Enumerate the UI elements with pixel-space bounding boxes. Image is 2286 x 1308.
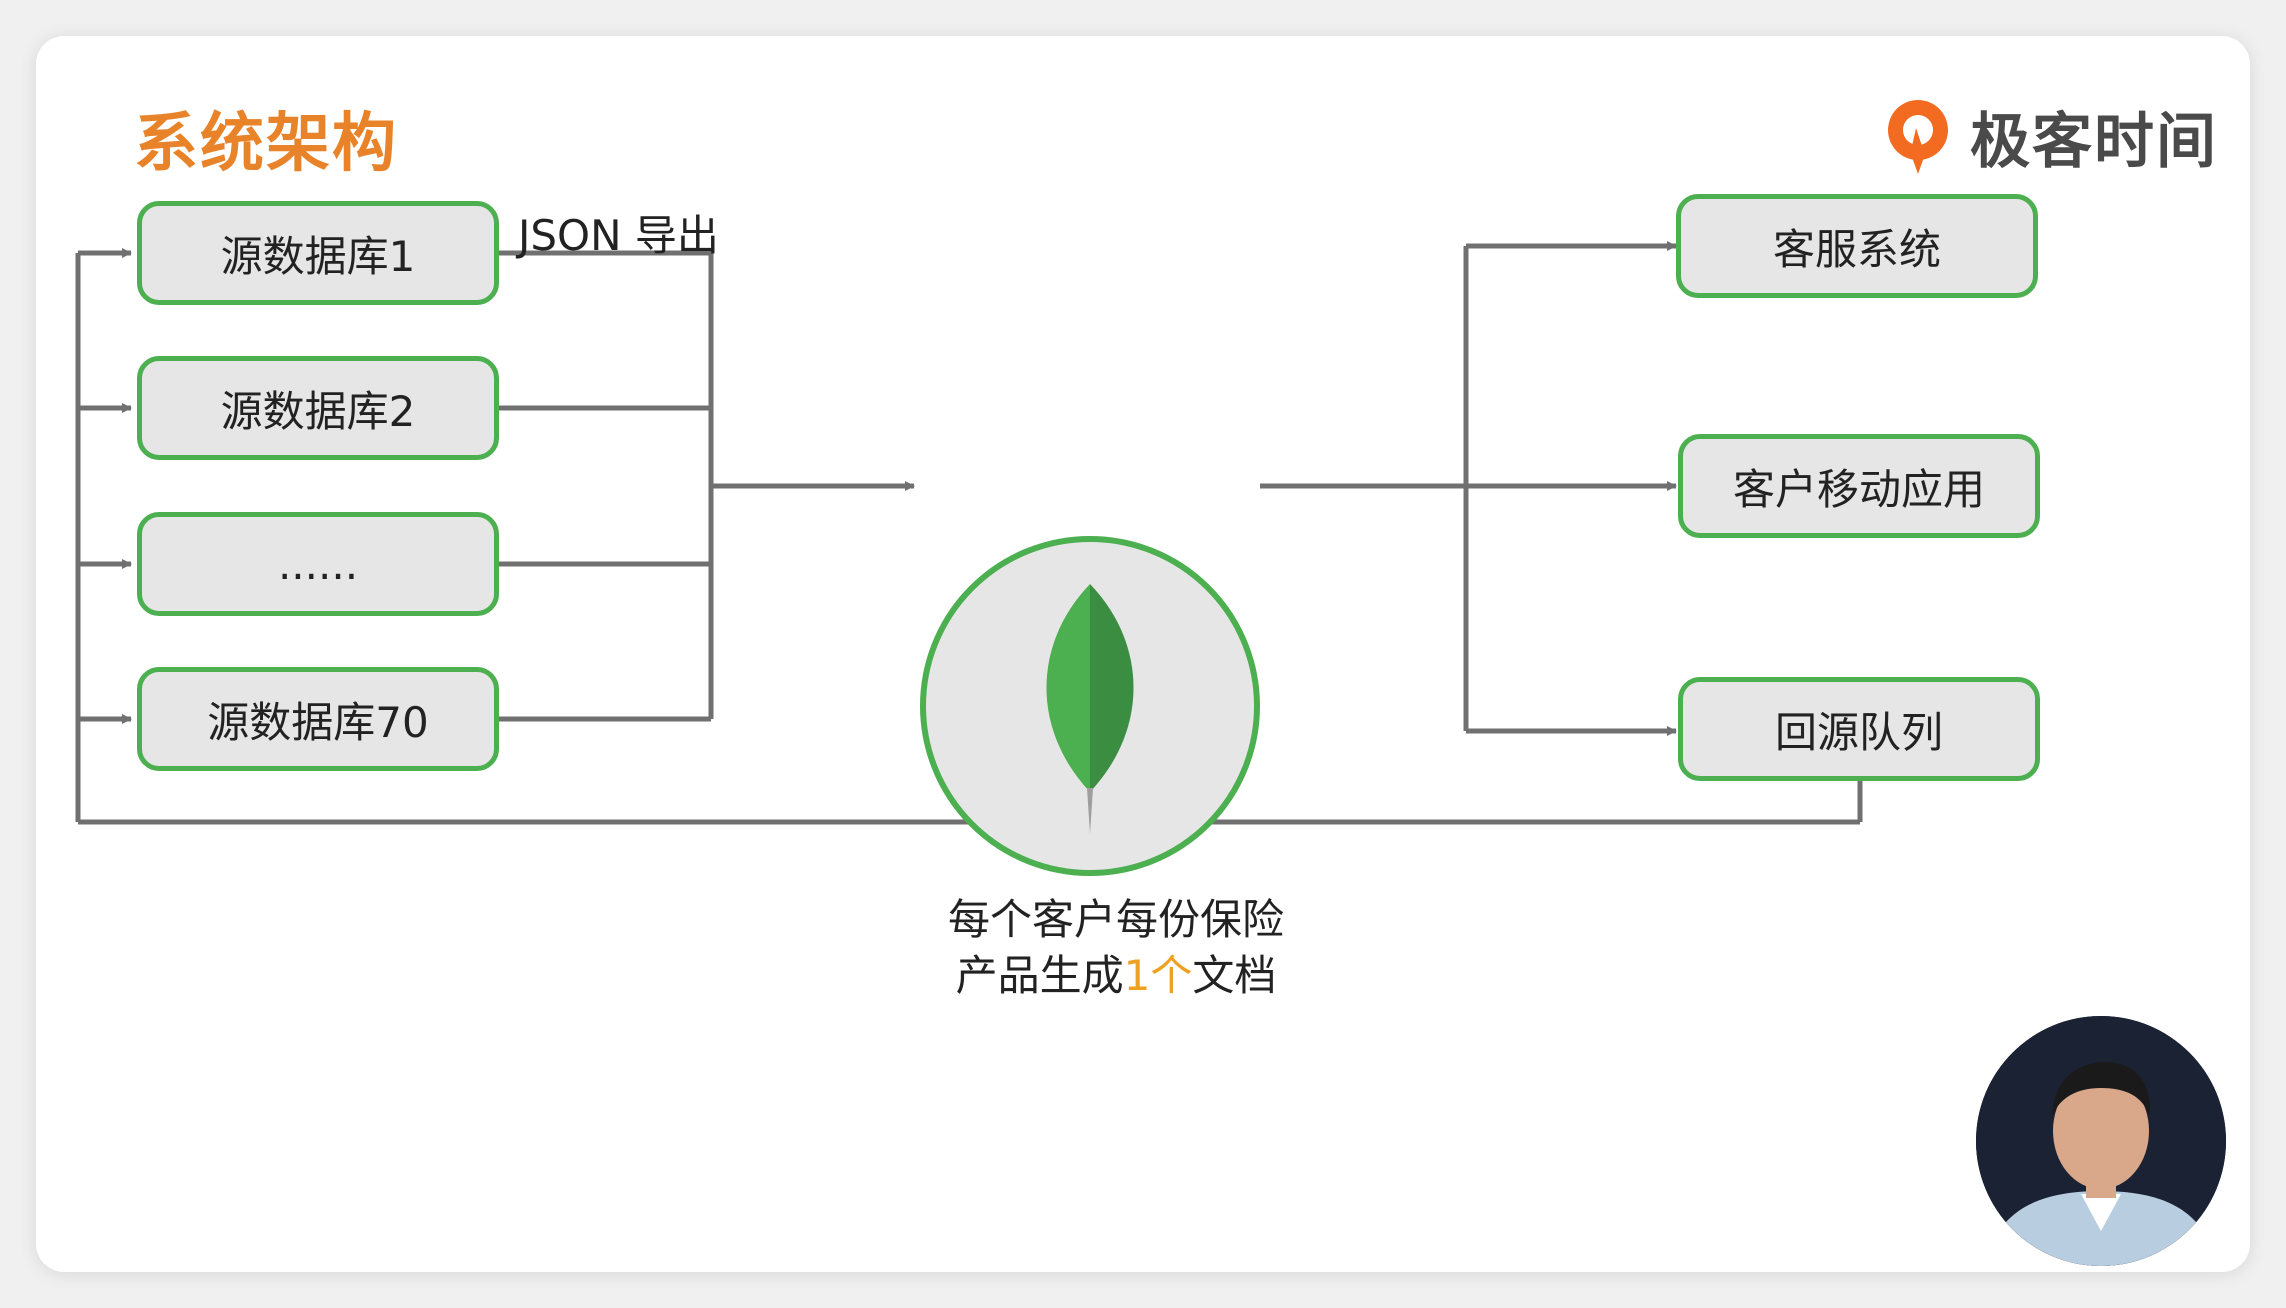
hub-caption-highlight: 1个 — [1123, 951, 1193, 1000]
hub-caption-line2-before: 产品生成 — [955, 951, 1124, 1000]
consumer-backfill-queue: 回源队列 — [1678, 677, 2040, 781]
presenter-avatar-icon — [1976, 1016, 2226, 1266]
slide: 系统架构 极客时间 — [36, 36, 2250, 1272]
presenter-video — [1976, 1016, 2226, 1266]
geektime-logo-icon — [1888, 100, 1948, 174]
connector-lines — [75, 241, 1863, 825]
consumer-mobile-app: 客户移动应用 — [1678, 434, 2040, 538]
logo-text: 极客时间 — [1970, 106, 2218, 177]
hub-caption: 每个客户每份保险 产品生成1个文档 — [846, 892, 1386, 1004]
source-db-ellipsis: ...... — [137, 512, 499, 616]
source-db-2: 源数据库2 — [137, 356, 499, 460]
hub-caption-line2: 产品生成1个文档 — [846, 948, 1386, 1004]
slide-title: 系统架构 — [134, 107, 398, 181]
mongodb-hub — [920, 536, 1260, 876]
source-db-1: 源数据库1 — [137, 201, 499, 305]
source-db-70: 源数据库70 — [137, 667, 499, 771]
hub-caption-line1: 每个客户每份保险 — [947, 895, 1284, 944]
json-export-label: JSON 导出 — [518, 211, 719, 260]
logo: 极客时间 — [1876, 76, 2218, 196]
hub-caption-line2-after: 文档 — [1192, 951, 1277, 1000]
mongodb-leaf-icon — [1046, 584, 1134, 834]
consumer-customer-service: 客服系统 — [1676, 194, 2038, 298]
